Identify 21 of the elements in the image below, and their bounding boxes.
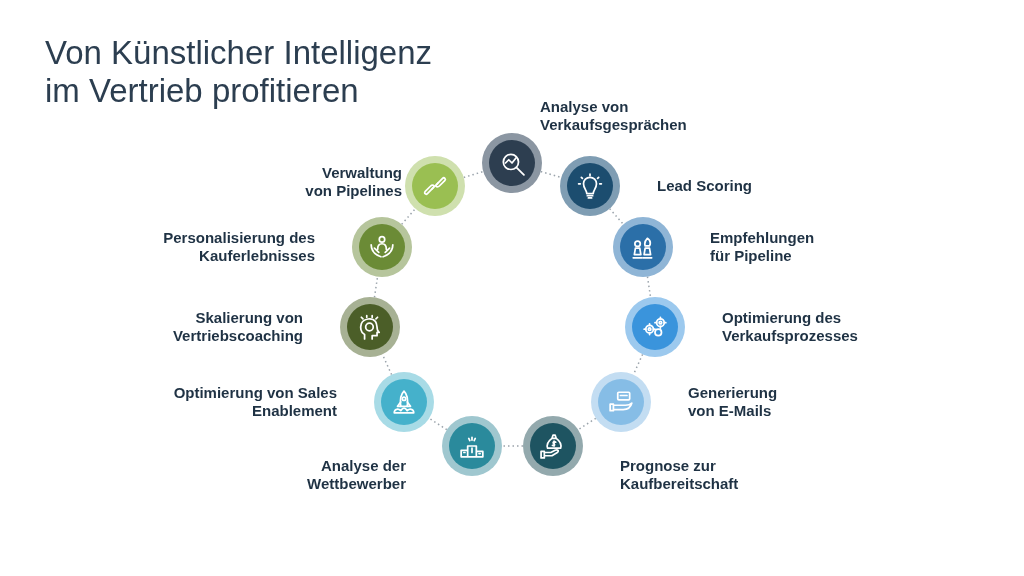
dotted-connector bbox=[608, 207, 625, 226]
dotted-connector bbox=[400, 207, 417, 226]
item-label: Personalisierung des Kauferlebnisses bbox=[162, 229, 315, 265]
item-label: Prognose zur Kaufbereitschaft bbox=[620, 457, 740, 493]
dotted-connector bbox=[373, 275, 379, 299]
item-label: Verwaltung von Pipelines bbox=[304, 164, 402, 200]
item-label: Analyse der Wettbewerber bbox=[306, 457, 406, 493]
item-label: Generierung von E-Mails bbox=[688, 384, 779, 420]
item-label: Lead Scoring bbox=[657, 177, 754, 195]
dotted-connector bbox=[577, 417, 597, 431]
item-label: Empfehlungen für Pipeline bbox=[710, 229, 816, 265]
dotted-connector bbox=[646, 275, 652, 299]
dotted-connector bbox=[540, 170, 562, 179]
item-label: Optimierung des Verkaufsprozesses bbox=[722, 309, 859, 345]
item-label: Analyse von Verkaufsgesprächen bbox=[540, 98, 688, 134]
dotted-connector bbox=[428, 417, 448, 431]
item-label: Optimierung von Sales Enablement bbox=[172, 384, 337, 420]
slide-title: Von Künstlicher Intelligenz im Vertrieb profitieren bbox=[45, 34, 434, 110]
dotted-connector bbox=[463, 170, 484, 179]
dotted-connector bbox=[501, 445, 524, 447]
item-label: Skalierung von Vertriebscoaching bbox=[171, 309, 303, 345]
